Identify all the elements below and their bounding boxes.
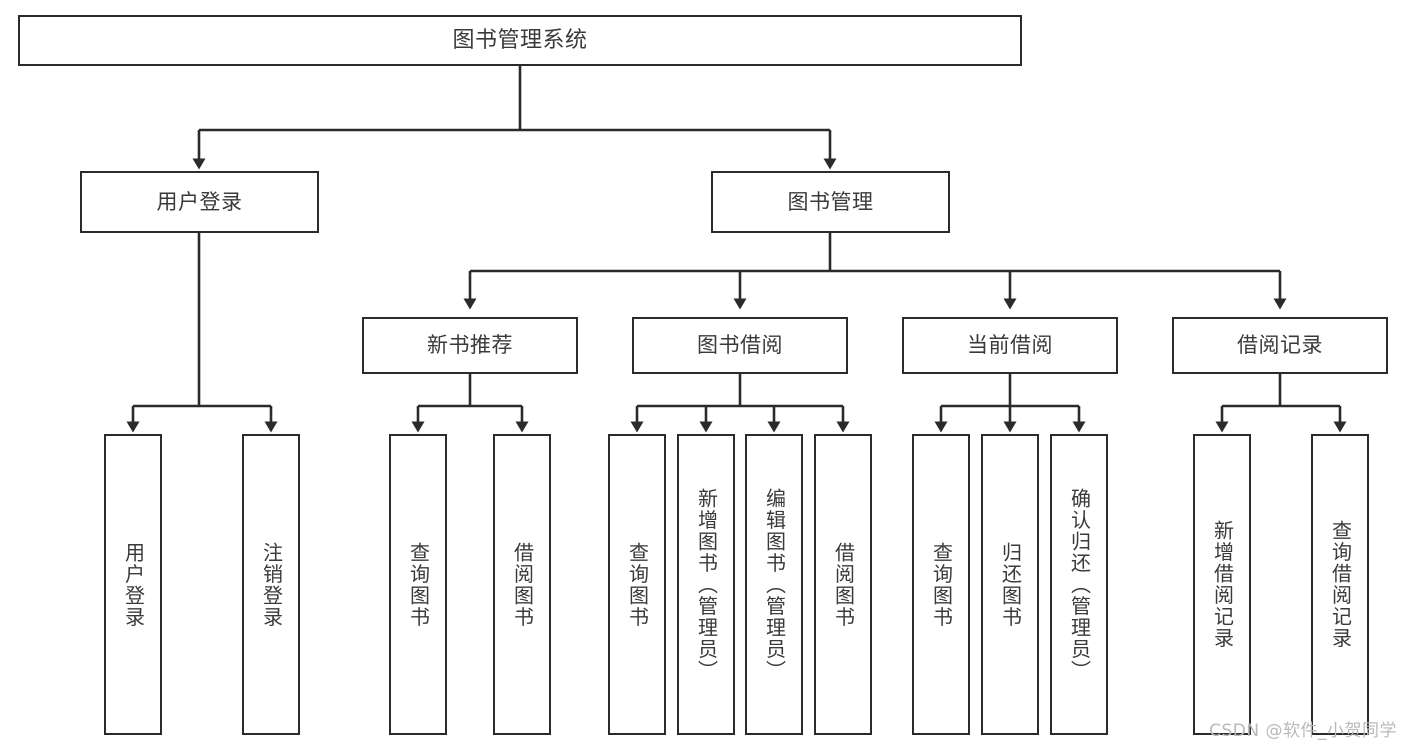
node-label: 借阅记录 xyxy=(1237,333,1323,358)
node-label: 用户登录 xyxy=(156,189,243,214)
node-label: 归还图书 xyxy=(998,541,1023,628)
node-label: 当前借阅 xyxy=(967,333,1053,358)
leaf-book-borrow-borrow-book[interactable]: 借阅图书 xyxy=(814,434,872,735)
leaf-borrow-record-add-record[interactable]: 新增借阅记录 xyxy=(1193,434,1251,735)
leaf-current-borrow-return-book[interactable]: 归还图书 xyxy=(981,434,1039,735)
node-label: 新书推荐 xyxy=(427,333,513,358)
node-label: 查询借阅记录 xyxy=(1328,520,1353,649)
node-label: 图书管理系统 xyxy=(452,27,588,53)
node-label: 借阅图书 xyxy=(831,541,856,628)
node-label: 确认归还（管理员） xyxy=(1067,487,1092,682)
node-new-book-recommend[interactable]: 新书推荐 xyxy=(362,317,578,374)
node-label: 查询图书 xyxy=(625,541,650,628)
node-root-book-management-system[interactable]: 图书管理系统 xyxy=(18,15,1022,66)
node-label: 注销登录 xyxy=(259,541,284,628)
node-current-borrow[interactable]: 当前借阅 xyxy=(902,317,1118,374)
leaf-book-borrow-query-book[interactable]: 查询图书 xyxy=(608,434,666,735)
node-label: 图书借阅 xyxy=(697,333,783,358)
node-user-login[interactable]: 用户登录 xyxy=(80,171,319,233)
leaf-borrow-record-query-record[interactable]: 查询借阅记录 xyxy=(1311,434,1369,735)
node-label: 查询图书 xyxy=(406,541,431,628)
node-label: 新增图书（管理员） xyxy=(694,487,719,682)
node-label: 用户登录 xyxy=(121,541,146,628)
node-borrow-record[interactable]: 借阅记录 xyxy=(1172,317,1388,374)
node-label: 编辑图书（管理员） xyxy=(762,487,787,682)
leaf-user-login-login[interactable]: 用户登录 xyxy=(104,434,162,735)
csdn-watermark: CSDN @软件_小贺同学 xyxy=(1209,721,1397,741)
node-label: 新增借阅记录 xyxy=(1210,520,1235,649)
node-book-management[interactable]: 图书管理 xyxy=(711,171,950,233)
node-label: 借阅图书 xyxy=(510,541,535,628)
leaf-book-borrow-add-book-admin[interactable]: 新增图书（管理员） xyxy=(677,434,735,735)
leaf-current-borrow-confirm-return-admin[interactable]: 确认归还（管理员） xyxy=(1050,434,1108,735)
leaf-user-login-logout[interactable]: 注销登录 xyxy=(242,434,300,735)
node-label: 图书管理 xyxy=(787,189,874,214)
leaf-new-book-borrow-book[interactable]: 借阅图书 xyxy=(493,434,551,735)
leaf-new-book-query-book[interactable]: 查询图书 xyxy=(389,434,447,735)
leaf-book-borrow-edit-book-admin[interactable]: 编辑图书（管理员） xyxy=(745,434,803,735)
node-book-borrow[interactable]: 图书借阅 xyxy=(632,317,848,374)
leaf-current-borrow-query-book[interactable]: 查询图书 xyxy=(912,434,970,735)
node-label: 查询图书 xyxy=(929,541,954,628)
